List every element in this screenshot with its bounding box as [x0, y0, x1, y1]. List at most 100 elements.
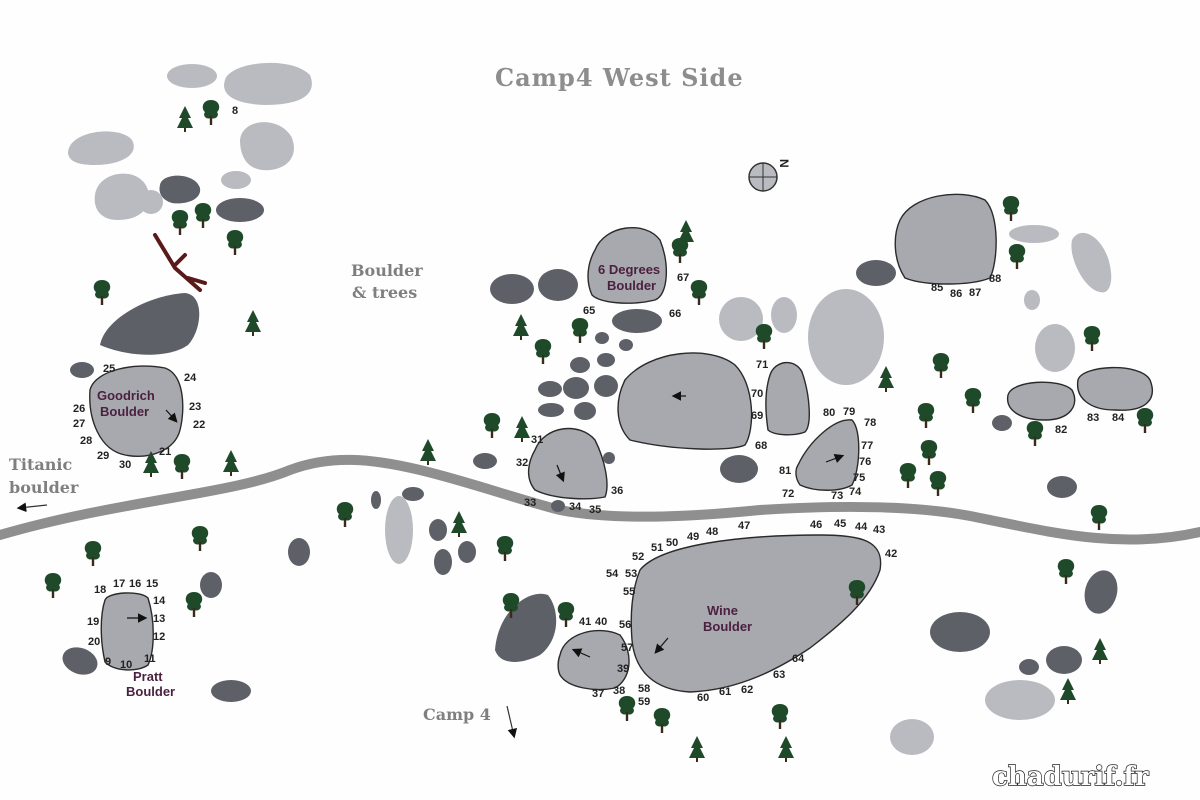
problem-number: 76: [859, 456, 871, 468]
problem-number: 37: [592, 688, 604, 700]
rock: [1084, 570, 1118, 614]
pratt-boulder-label: Boulder: [126, 684, 175, 699]
problem-number: 50: [666, 537, 678, 549]
rock: [930, 612, 990, 652]
problem-number: 31: [531, 434, 543, 446]
problem-number: 43: [873, 524, 885, 536]
rock: [538, 269, 578, 301]
boulder-85-88: [894, 193, 997, 285]
arrow: [654, 637, 669, 654]
problem-number: 52: [632, 551, 644, 563]
problem-number: 47: [738, 520, 750, 532]
rock: [139, 190, 163, 214]
camp4-label: Camp 4: [423, 705, 491, 724]
boulder-37-41: [557, 629, 630, 691]
problem-number: 16: [129, 578, 141, 590]
problem-number: 69: [751, 410, 763, 422]
problem-number: 17: [113, 578, 125, 590]
rock: [771, 297, 797, 333]
problem-number: 14: [153, 595, 166, 607]
problem-number: 9: [105, 656, 111, 668]
rock: [68, 131, 134, 165]
titanic-boulder-label: Titanic: [9, 455, 72, 474]
problem-number: 29: [97, 450, 109, 462]
problem-number: 36: [611, 485, 623, 497]
problem-number: 68: [755, 440, 767, 452]
problem-number: 66: [669, 308, 681, 320]
problem-number: 83: [1087, 412, 1099, 424]
wine-boulder-label: Wine: [707, 603, 738, 618]
rock: [1009, 225, 1059, 243]
problem-number: 73: [831, 490, 843, 502]
boulder-68-71: [765, 361, 810, 436]
problem-number: 65: [583, 305, 595, 317]
rock: [1046, 646, 1082, 674]
arrow: [825, 454, 845, 464]
problem-number: 46: [810, 519, 822, 531]
rock: [538, 403, 564, 417]
problem-number: 24: [184, 372, 197, 384]
problem-number: 25: [103, 363, 115, 375]
rock: [1071, 232, 1112, 293]
rock: [200, 572, 222, 598]
rock: [985, 680, 1055, 720]
rock: [490, 274, 534, 304]
rock: [538, 381, 562, 397]
problem-number: 60: [697, 692, 709, 704]
rock: [594, 375, 618, 397]
problem-number: 77: [861, 440, 873, 452]
boulder-72-81: [795, 419, 860, 491]
problem-number: 74: [849, 486, 862, 498]
titanic-boulder-label: boulder: [9, 478, 79, 497]
rock: [597, 353, 615, 367]
problem-number: 85: [931, 282, 943, 294]
problem-number: 59: [638, 696, 650, 708]
problem-number: 64: [792, 653, 805, 665]
rock: [612, 309, 662, 333]
pratt-boulder-label: Pratt: [133, 669, 163, 684]
rock: [240, 122, 294, 171]
rock: [595, 332, 609, 344]
problem-number: 80: [823, 407, 835, 419]
problem-number: 10: [120, 659, 132, 671]
problem-number: 56: [619, 619, 631, 631]
rock: [1047, 476, 1077, 498]
rock: [216, 198, 264, 222]
problem-number: 38: [613, 685, 625, 697]
problem-number: 63: [773, 669, 785, 681]
problem-numbers: 8 9 10 11 12 13 14 15 16 17 18 19 20 21 …: [73, 105, 1125, 708]
rock: [808, 289, 884, 385]
rock: [402, 487, 424, 501]
arrow: [165, 409, 178, 423]
problem-number: 72: [782, 488, 794, 500]
problem-number: 27: [73, 418, 85, 430]
boulder-83-84: [1077, 366, 1153, 411]
rock: [1019, 659, 1039, 675]
fallen-log: [153, 233, 207, 292]
map-title: Camp4 West Side: [495, 63, 744, 92]
rock: [720, 455, 758, 483]
north-compass-icon: N: [748, 159, 791, 192]
problem-number: 26: [73, 403, 85, 415]
rock: [1024, 290, 1040, 310]
rock: [570, 357, 590, 373]
problem-number: 45: [834, 518, 846, 530]
problem-number: 21: [159, 446, 171, 458]
rock: [890, 719, 934, 755]
problem-number: 57: [621, 642, 633, 654]
problem-number: 86: [950, 288, 962, 300]
rock: [100, 293, 200, 355]
rock: [574, 402, 596, 420]
problem-number: 53: [625, 568, 637, 580]
goodrich-boulder: [89, 365, 184, 457]
rock: [619, 339, 633, 351]
problem-number: 71: [756, 359, 768, 371]
trail-path: [0, 454, 1200, 545]
rock: [167, 64, 217, 88]
arrow: [16, 502, 48, 513]
problem-number: 67: [677, 272, 689, 284]
central-boulder: [617, 352, 753, 450]
problem-number: 34: [569, 501, 582, 513]
problem-number: 48: [706, 526, 718, 538]
